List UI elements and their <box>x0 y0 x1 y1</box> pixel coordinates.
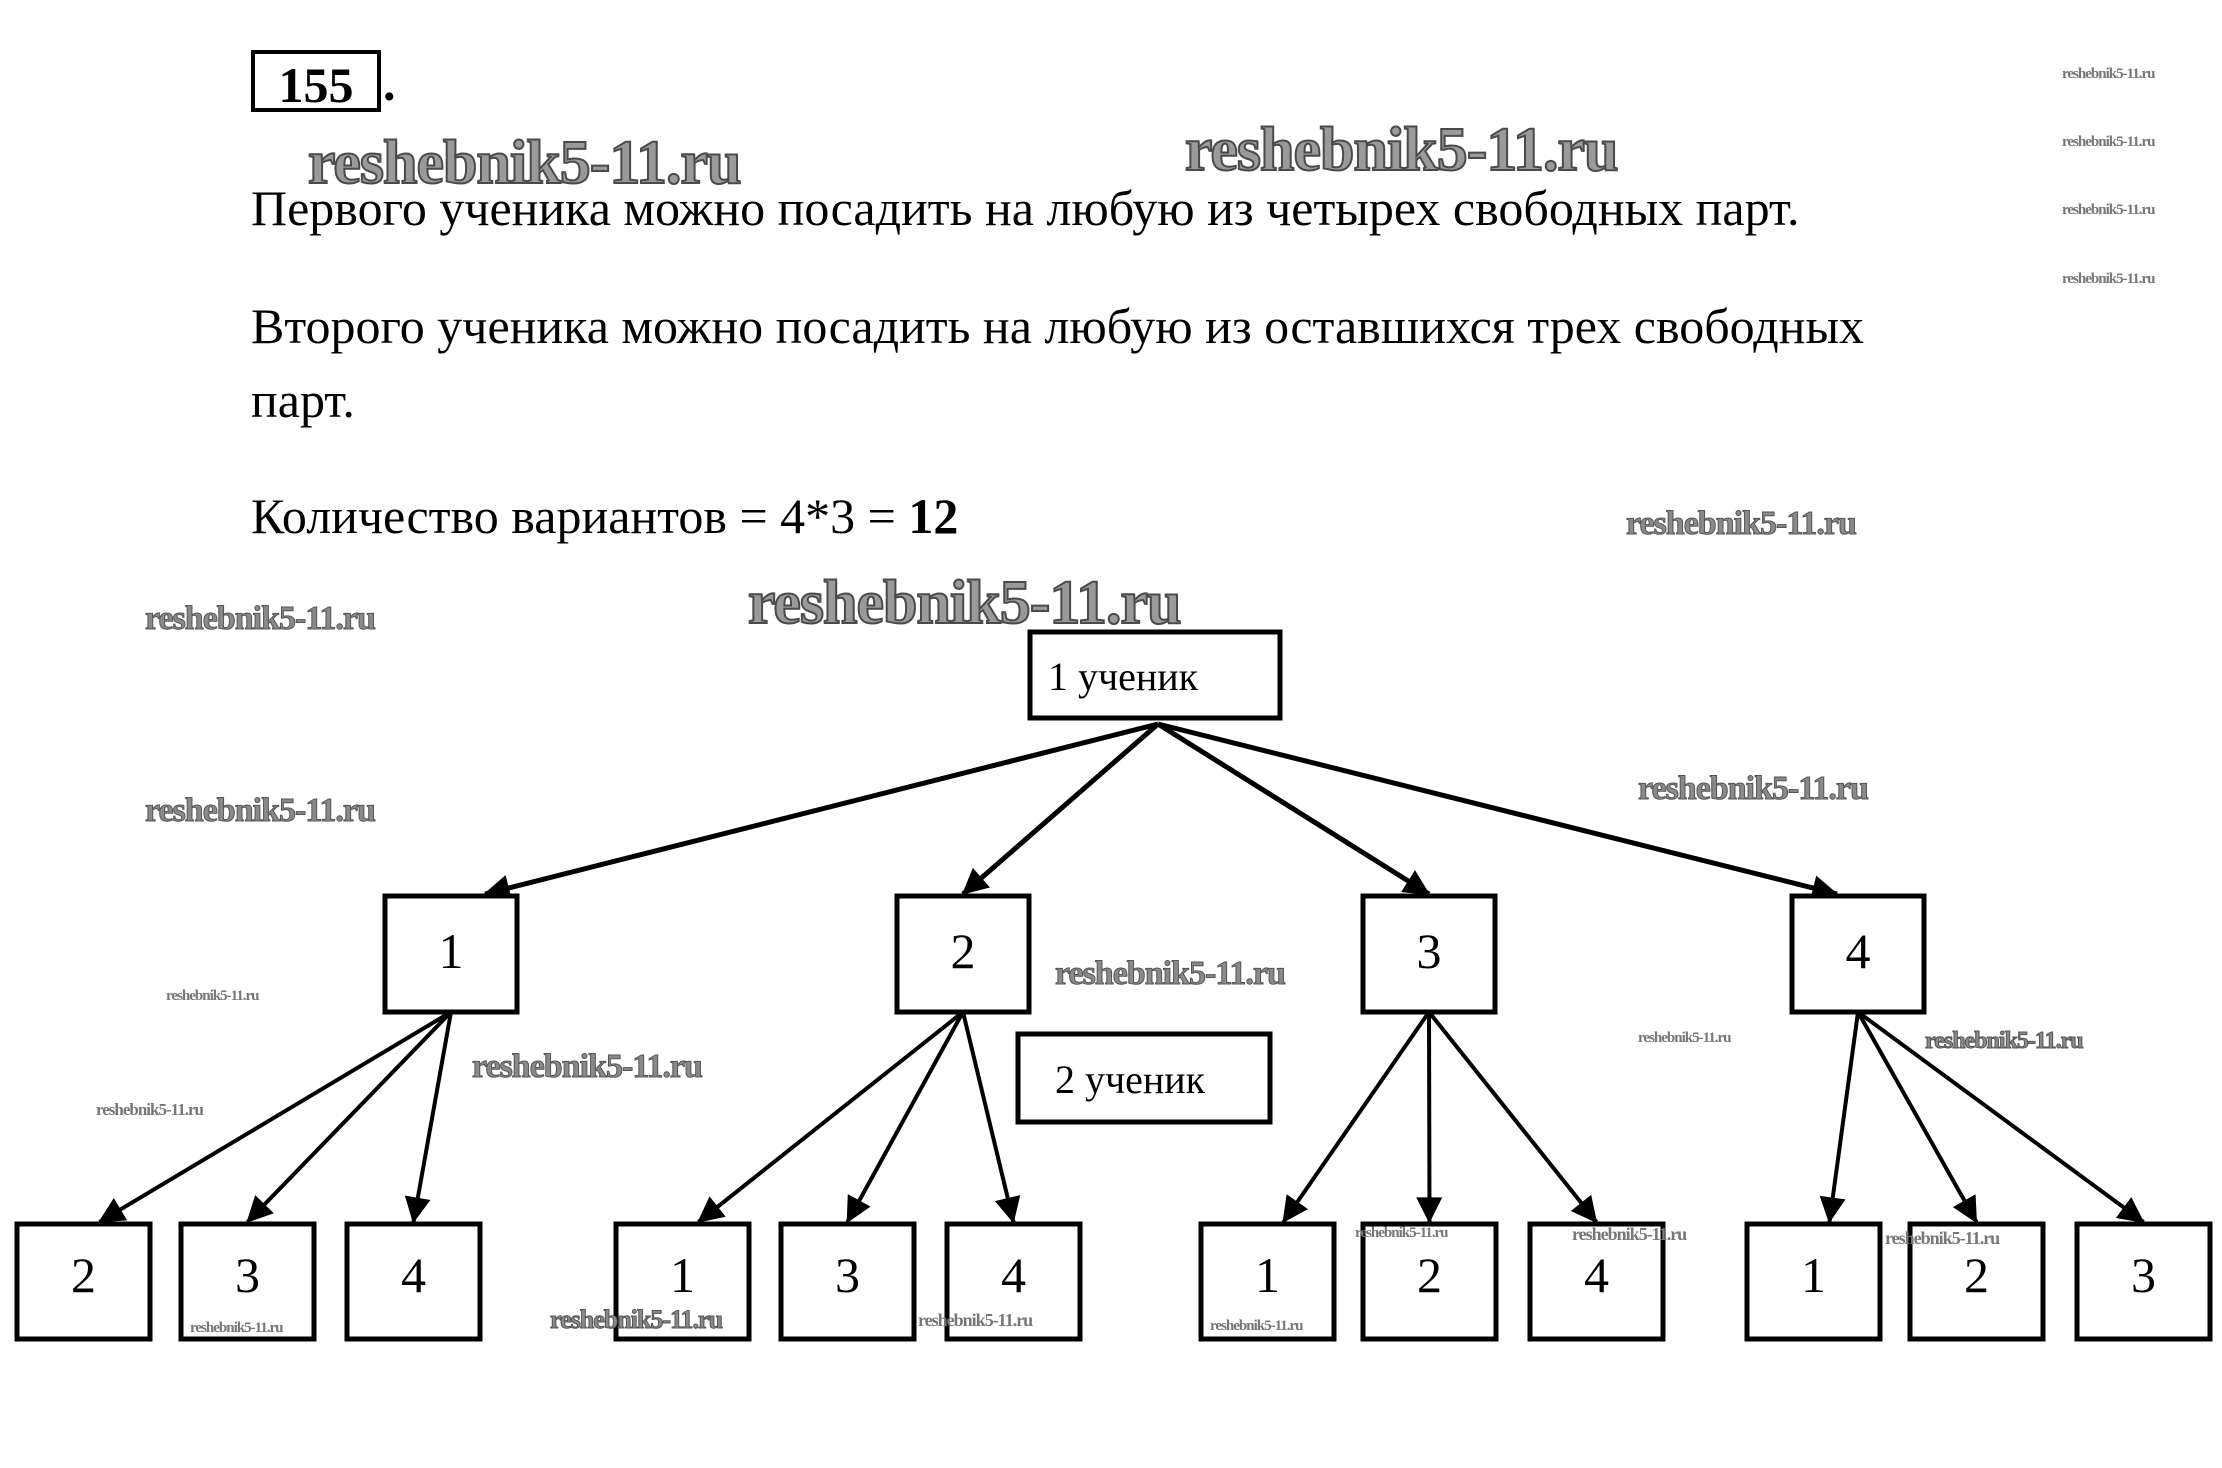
edge-1-to-3 <box>246 1010 453 1224</box>
leaf-node-label: 3 <box>835 1247 860 1303</box>
watermark: reshebnik5-11.ru <box>1184 115 1619 185</box>
watermark: reshebnik5-11.ru <box>472 1048 704 1086</box>
watermark: reshebnik5-11.ru <box>549 1305 723 1335</box>
leaf-node-box <box>1360 1221 1499 1342</box>
level2-node-box-2 <box>894 893 1032 1015</box>
leaf-node-box <box>14 1221 153 1342</box>
edge-4-to-3 <box>1856 1010 2145 1224</box>
watermark: reshebnik5-11.ru <box>2062 271 2155 287</box>
watermark: reshebnik5-11.ru <box>2062 202 2155 218</box>
watermark: reshebnik5-11.ru <box>96 1100 204 1119</box>
edge-1-to-4 <box>404 1011 453 1224</box>
level2-caption-box <box>1015 1031 1273 1125</box>
watermark: reshebnik5-11.ru <box>1638 1030 1731 1046</box>
level2-node-label: 4 <box>1846 923 1871 979</box>
root-node-label: 1 ученик <box>1048 654 1199 699</box>
leaf-node-box <box>2074 1221 2213 1342</box>
problem-number-box: 155 <box>251 50 381 113</box>
watermark: reshebnik5-11.ru <box>166 988 259 1004</box>
leaf-node-box <box>1744 1221 1883 1342</box>
edge-root-to-1 <box>483 721 1159 901</box>
edge-1-to-2 <box>98 1010 453 1224</box>
leaf-node-label: 1 <box>1255 1247 1280 1303</box>
paragraph-second-student-line2: парт. <box>251 372 355 428</box>
watermark: reshebnik5-11.ru <box>190 1320 283 1336</box>
level2-node-box-1 <box>382 893 520 1015</box>
watermark: reshebnik5-11.ru <box>1210 1318 1303 1334</box>
leaf-node-box <box>178 1221 317 1342</box>
watermark: reshebnik5-11.ru <box>1925 1028 2085 1055</box>
edge-4-to-1 <box>1819 1011 1860 1224</box>
watermark: reshebnik5-11.ru <box>1626 505 1858 543</box>
paragraph-first-student: Первого ученика можно посадить на любую … <box>251 180 1800 236</box>
edge-3-to-4 <box>1427 1010 1599 1224</box>
paragraph-second-student-line1: Второго ученика можно посадить на любую … <box>251 298 1865 354</box>
edge-3-to-2 <box>1416 1011 1443 1224</box>
leaf-node-label: 4 <box>401 1247 426 1303</box>
watermark: reshebnik5-11.ru <box>747 568 1182 638</box>
leaf-node-box <box>1198 1221 1337 1342</box>
count-result: 12 <box>908 488 959 544</box>
level2-node-box-4 <box>1789 893 1927 1015</box>
level2-node-label: 2 <box>951 923 976 979</box>
watermark: reshebnik5-11.ru <box>145 792 377 830</box>
leaf-node-label: 4 <box>1001 1247 1026 1303</box>
count-formula: Количество вариантов = 4*3 = <box>251 488 909 544</box>
problem-number-dot: . <box>383 55 396 111</box>
edge-2-to-4 <box>961 1011 1021 1224</box>
watermark: reshebnik5-11.ru <box>1638 770 1870 808</box>
watermark: reshebnik5-11.ru <box>145 600 377 638</box>
leaf-node-box <box>344 1221 483 1342</box>
problem-number: 155 <box>278 57 354 113</box>
edge-root-to-4 <box>1157 721 1839 901</box>
leaf-node-label: 2 <box>71 1247 96 1303</box>
level2-node-label: 1 <box>439 923 464 979</box>
paragraph-count: Количество вариантов = 4*3 = 12 <box>251 478 958 554</box>
edge-2-to-3 <box>845 1011 965 1224</box>
watermark: reshebnik5-11.ru <box>1355 1225 1448 1241</box>
edge-root-to-2 <box>961 722 1160 896</box>
edge-2-to-1 <box>697 1010 965 1224</box>
leaf-node-box <box>613 1221 752 1342</box>
watermark: reshebnik5-11.ru <box>1055 955 1287 993</box>
leaf-node-label: 1 <box>670 1247 695 1303</box>
leaf-node-label: 2 <box>1964 1247 1989 1303</box>
watermark: reshebnik5-11.ru <box>2062 66 2155 82</box>
level2-node-box-3 <box>1360 893 1498 1015</box>
leaf-node-label: 3 <box>235 1247 260 1303</box>
edge-root-to-3 <box>1156 721 1431 897</box>
watermark: reshebnik5-11.ru <box>307 128 742 198</box>
watermark: reshebnik5-11.ru <box>1572 1224 1687 1244</box>
level2-caption-label: 2 ученик <box>1055 1057 1206 1102</box>
level2-node-label: 3 <box>1417 923 1442 979</box>
edge-4-to-2 <box>1856 1011 1979 1224</box>
leaf-node-box <box>778 1221 917 1342</box>
leaf-node-label: 2 <box>1417 1247 1442 1303</box>
leaf-node-label: 1 <box>1801 1247 1826 1303</box>
watermark: reshebnik5-11.ru <box>918 1310 1033 1330</box>
leaf-node-box <box>944 1221 1083 1342</box>
watermark: reshebnik5-11.ru <box>2062 134 2155 150</box>
leaf-node-label: 4 <box>1584 1247 1609 1303</box>
root-node-box <box>1027 629 1283 721</box>
leaf-node-box <box>1907 1221 2046 1342</box>
leaf-node-box <box>1527 1221 1666 1342</box>
leaf-node-label: 3 <box>2131 1247 2156 1303</box>
watermark: reshebnik5-11.ru <box>1885 1228 2000 1248</box>
edge-3-to-1 <box>1281 1010 1431 1224</box>
